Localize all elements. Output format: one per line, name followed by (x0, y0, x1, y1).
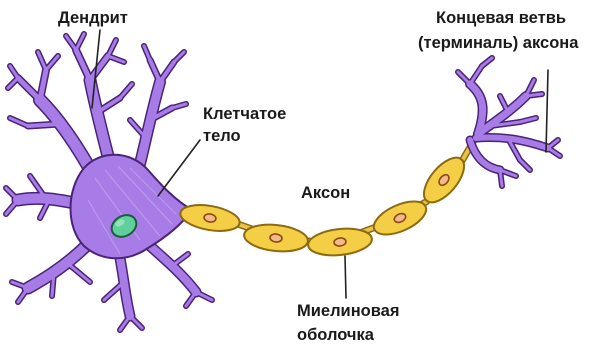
terminal-leader (546, 70, 548, 152)
dendrite-branch (120, 84, 132, 98)
axon-label: Аксон (301, 184, 350, 202)
dendrite-branch (172, 254, 188, 266)
cell-body-leader (158, 140, 200, 196)
schwann-cell-nucleus (334, 237, 347, 246)
dendrite-branch (28, 124, 60, 126)
myelin-label-line2: оболочка (297, 326, 375, 344)
axon-terminal-branch (470, 66, 482, 84)
terminal-label-line1: Концевая ветвь (436, 9, 566, 27)
axon-terminal-branch (526, 94, 542, 96)
axon-terminal-branch (510, 142, 520, 160)
terminal-label-line2: (терминаль) аксона (418, 34, 579, 52)
dendrite-label: Дендрит (58, 9, 128, 27)
axon-terminal-branch (500, 170, 502, 186)
dendrite-branch (46, 56, 58, 70)
cell-body-label-line1: Клетчатое (203, 105, 286, 123)
schwann-cell-nucleus (270, 233, 283, 242)
cell-body-shape (71, 155, 193, 259)
axon-terminal (458, 58, 560, 186)
cell-body (71, 155, 193, 259)
cell-body-label-line2: тело (203, 127, 241, 145)
dendrite-branch (138, 82, 160, 172)
dendrite-branch (52, 272, 54, 296)
dendrite-branch (160, 62, 174, 82)
dendrite-branch (18, 78, 40, 100)
dendrite-branch (90, 56, 108, 80)
dendrite-branch (120, 258, 130, 316)
dendrite-branch (28, 244, 88, 288)
dendrite-branch (76, 50, 90, 80)
dendrite-branch (66, 262, 90, 282)
myelin-leader (345, 256, 346, 298)
myelin-label-line1: Миелиновая (297, 302, 399, 320)
